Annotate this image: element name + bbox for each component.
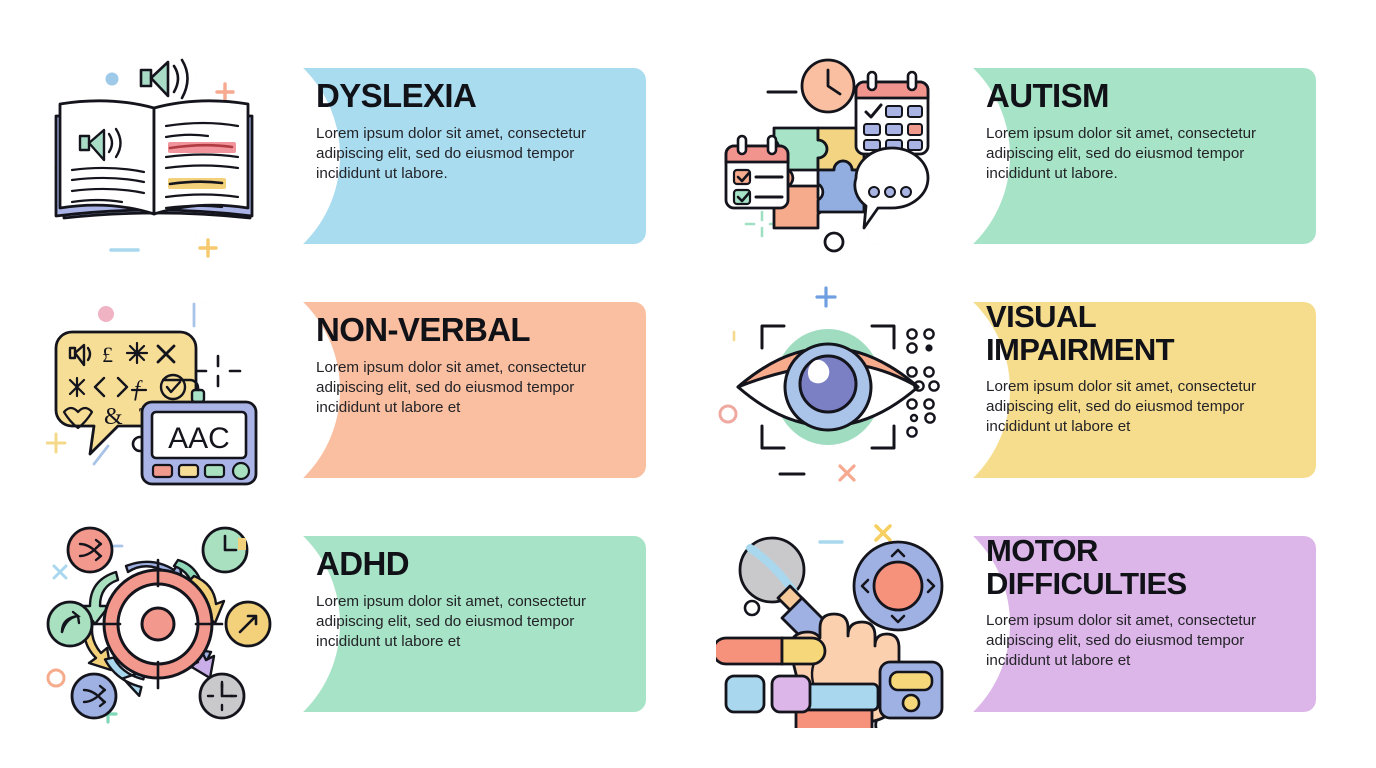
- illustration-non-verbal: £ f & ?: [46, 286, 276, 494]
- target-icon: [92, 558, 224, 690]
- card-body: Lorem ipsum dolor sit amet, consectetur …: [986, 377, 1257, 436]
- card-body: Lorem ipsum dolor sit amet, consectetur …: [316, 358, 587, 417]
- card-title: NON-VERBAL: [316, 311, 531, 348]
- card-title: DYSLEXIA: [316, 77, 477, 114]
- card-motor-difficulties[interactable]: MOTOR DIFFICULTIES Lorem ipsum dolor sit…: [716, 520, 1316, 728]
- panel-non-verbal: [196, 302, 646, 478]
- text-block-motor-difficulties: MOTOR DIFFICULTIES Lorem ipsum dolor sit…: [986, 534, 1304, 672]
- checklist-icon: [724, 134, 790, 210]
- panel-visual-impairment: [866, 302, 1316, 478]
- text-block-autism: AUTISM Lorem ipsum dolor sit amet, conse…: [986, 78, 1304, 184]
- decor-shapes: [743, 524, 892, 617]
- text-block-dyslexia: DYSLEXIA Lorem ipsum dolor sit amet, con…: [316, 78, 634, 184]
- svg-text:AAC: AAC: [168, 422, 230, 455]
- illustration-motor-difficulties: [716, 520, 946, 728]
- calendar-icon: [854, 70, 930, 156]
- clock-icon: [800, 58, 856, 114]
- card-title: AUTISM: [986, 77, 1109, 114]
- card-title: ADHD: [316, 545, 410, 582]
- switch-box-icon: [878, 660, 944, 720]
- illustration-visual-impairment: [716, 286, 946, 494]
- aac-device-icon: AAC: [140, 378, 258, 486]
- node-badges: [46, 526, 272, 720]
- card-body: Lorem ipsum dolor sit amet, consectetur …: [986, 124, 1257, 183]
- open-book-icon: [54, 99, 254, 220]
- card-visual-impairment[interactable]: VISUAL IMPAIRMENT Lorem ipsum dolor sit …: [716, 286, 1316, 494]
- card-autism[interactable]: AUTISM Lorem ipsum dolor sit amet, conse…: [716, 52, 1316, 260]
- card-title: MOTOR DIFFICULTIES: [986, 533, 1187, 602]
- svg-text:f: f: [134, 376, 143, 401]
- card-dyslexia[interactable]: DYSLEXIA Lorem ipsum dolor sit amet, con…: [46, 52, 646, 260]
- dpad-icon: [852, 540, 944, 632]
- text-block-adhd: ADHD Lorem ipsum dolor sit amet, consect…: [316, 546, 634, 652]
- focus-frame-icon: [760, 324, 896, 450]
- text-block-visual-impairment: VISUAL IMPAIRMENT Lorem ipsum dolor sit …: [986, 300, 1304, 438]
- text-block-non-verbal: NON-VERBAL Lorem ipsum dolor sit amet, c…: [316, 312, 634, 418]
- illustration-autism: [716, 52, 946, 260]
- card-title: VISUAL IMPAIRMENT: [986, 299, 1175, 368]
- pill-buttons-icon: [716, 636, 827, 714]
- speaker-icon: [139, 58, 189, 100]
- braille-dots-icon: [906, 328, 940, 438]
- card-body: Lorem ipsum dolor sit amet, consectetur …: [316, 124, 587, 183]
- decor-shapes: [718, 286, 856, 482]
- illustration-adhd: [46, 520, 276, 728]
- svg-text:&: &: [104, 404, 123, 430]
- card-body: Lorem ipsum dolor sit amet, consectetur …: [316, 592, 587, 651]
- svg-text:£: £: [102, 342, 113, 367]
- speech-bubble-icon: [853, 146, 930, 230]
- eye-icon: [736, 329, 920, 445]
- illustration-dyslexia: [46, 52, 276, 260]
- card-adhd[interactable]: ADHD Lorem ipsum dolor sit amet, consect…: [46, 520, 646, 728]
- decor-shapes: [46, 302, 242, 466]
- panel-dyslexia: [196, 68, 646, 244]
- card-body: Lorem ipsum dolor sit amet, consectetur …: [986, 611, 1257, 670]
- card-non-verbal[interactable]: £ f & ?: [46, 286, 646, 494]
